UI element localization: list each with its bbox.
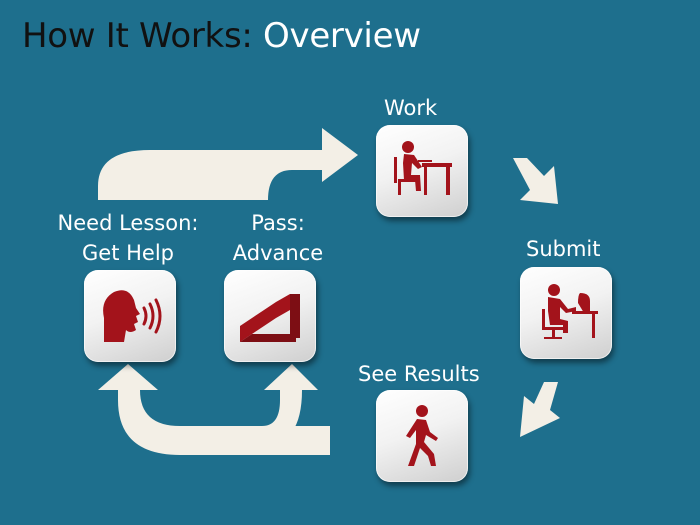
label-need-lesson-line1: Need Lesson: (57, 211, 199, 235)
loop-up-arrow (98, 128, 358, 200)
label-need-lesson-line2: Get Help (82, 241, 174, 265)
label-pass: Pass: Advance (222, 208, 334, 268)
label-pass-line1: Pass: (251, 211, 305, 235)
person-at-computer-icon (542, 284, 598, 339)
need-lesson-tile[interactable] (84, 270, 176, 362)
work-to-submit-arrow (513, 158, 558, 204)
branch-to-pass-arrow (238, 364, 318, 446)
title-highlight: Overview (263, 16, 421, 56)
label-see-results: See Results (358, 362, 480, 386)
pass-tile[interactable] (224, 270, 316, 362)
label-submit: Submit (526, 237, 601, 261)
label-work: Work (384, 96, 438, 120)
speaking-head-icon (103, 290, 162, 342)
see-results-tile[interactable] (376, 390, 468, 482)
title-prefix: How It Works: (22, 16, 253, 56)
submit-to-results-arrow (520, 382, 560, 437)
label-need-lesson: Need Lesson: Get Help (56, 208, 200, 268)
submit-tile[interactable] (520, 267, 612, 359)
work-tile[interactable] (376, 125, 468, 217)
page-title: How It Works: Overview (22, 16, 421, 56)
walking-person-icon (406, 405, 438, 466)
label-pass-line2: Advance (232, 241, 324, 265)
student-at-desk-icon (394, 141, 452, 195)
stairs-icon (240, 294, 300, 342)
